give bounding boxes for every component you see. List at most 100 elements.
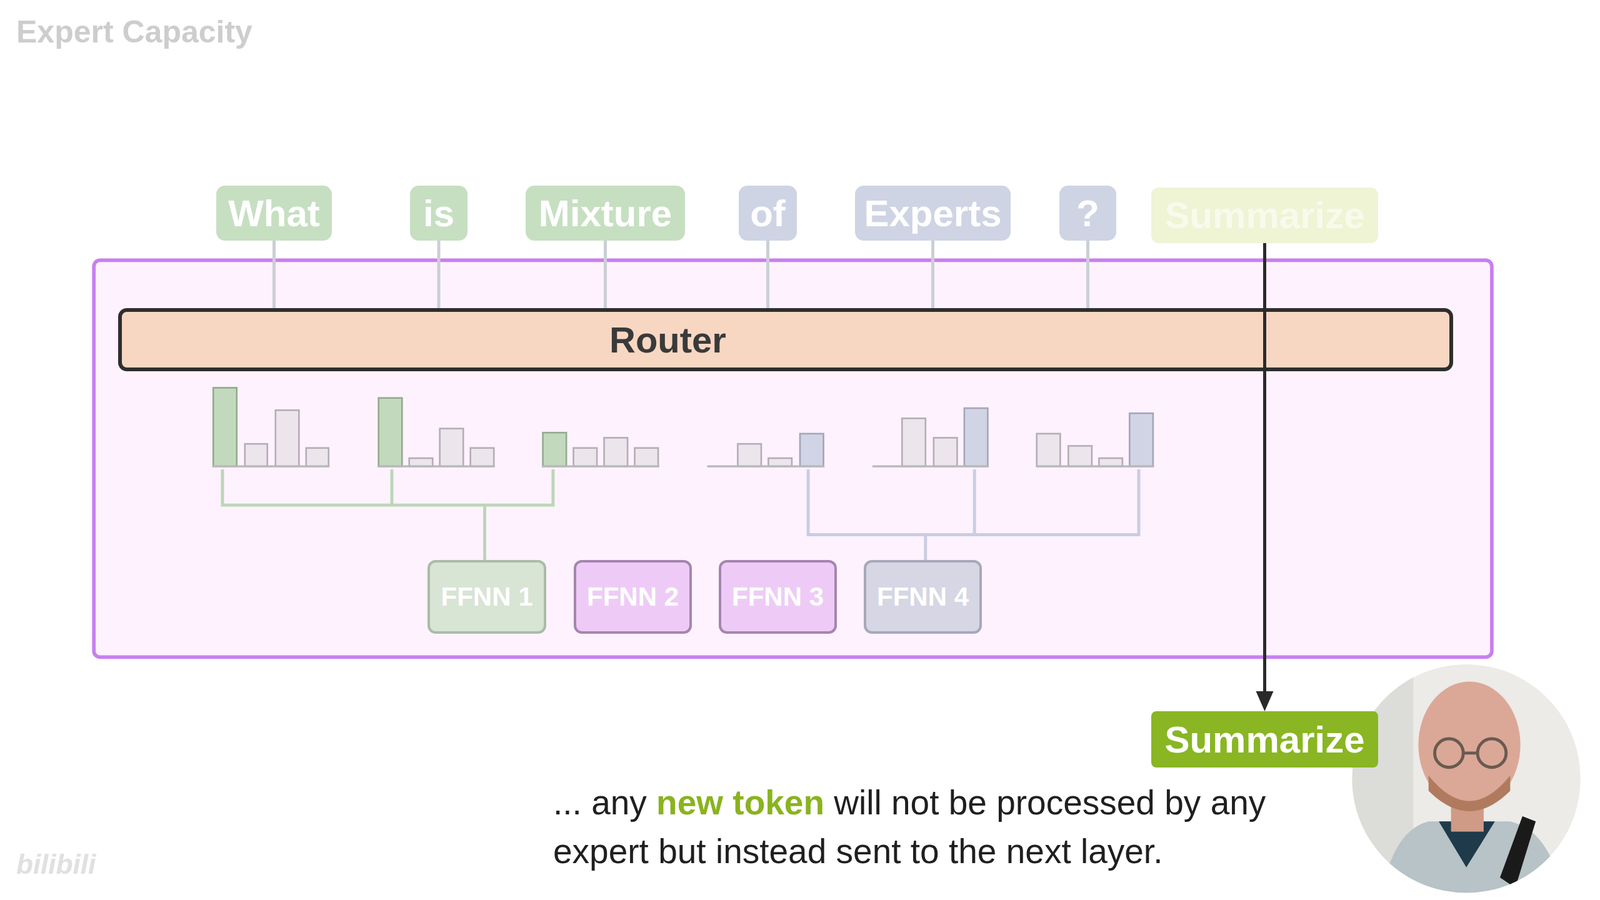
- bar-charts: [212, 387, 1155, 467]
- bar: [213, 387, 237, 467]
- bar: [440, 428, 464, 467]
- node-label: FFNN 4: [876, 581, 969, 612]
- caption-word: the: [948, 831, 997, 871]
- baseline: [541, 465, 660, 467]
- bar: [964, 408, 989, 467]
- caption-word: new: [656, 783, 724, 822]
- person-jacket: [1377, 821, 1567, 900]
- node-label: Summarize: [1164, 718, 1365, 762]
- connector-line: [437, 240, 441, 309]
- caption-word: processed: [996, 783, 1155, 822]
- caption-word: expert: [553, 831, 649, 871]
- bar-chart: [1036, 413, 1155, 467]
- baseline: [1036, 465, 1155, 467]
- token-box: ?: [1059, 185, 1117, 241]
- baseline: [706, 465, 825, 467]
- node-label: ?: [1076, 191, 1100, 235]
- person-beard: [1428, 775, 1511, 812]
- bar: [409, 458, 434, 467]
- bar: [800, 433, 824, 467]
- glasses-lens: [1435, 738, 1464, 768]
- connector: [1087, 240, 1089, 309]
- slide-title: Expert Capacity: [16, 13, 253, 50]
- bar-chart: [377, 398, 495, 467]
- arrow-head: [1256, 691, 1274, 712]
- connector-line: [1086, 240, 1090, 309]
- routing-bracket: [808, 469, 1139, 560]
- baseline: [212, 465, 330, 467]
- token-box: of: [738, 185, 797, 241]
- connector: [767, 240, 769, 309]
- baseline: [872, 465, 989, 467]
- node-label: of: [750, 191, 786, 235]
- caption-word: to: [910, 831, 940, 871]
- bar: [901, 418, 926, 467]
- caption-word: by: [1164, 783, 1201, 822]
- connector-line: [272, 240, 276, 309]
- microphone: [1500, 816, 1536, 888]
- bar-chart: [212, 387, 330, 467]
- expert-box: FFNN 4: [863, 560, 982, 634]
- connector-line: [931, 240, 935, 309]
- caption-word: next: [1006, 831, 1072, 871]
- node-label: Mixture: [538, 191, 672, 235]
- caption-word: will: [833, 783, 882, 822]
- bar-chart: [541, 432, 660, 467]
- glasses-bridge: [1463, 751, 1478, 755]
- connector: [932, 240, 934, 309]
- bar: [768, 458, 792, 467]
- bar: [378, 398, 403, 467]
- bar: [275, 410, 300, 467]
- bar: [470, 448, 495, 467]
- bar: [1098, 458, 1123, 467]
- caption-word: ...: [553, 783, 582, 822]
- bar: [1068, 445, 1092, 467]
- node-label: What: [228, 191, 320, 235]
- connector-line: [766, 240, 770, 309]
- bar: [737, 443, 762, 467]
- connector: [605, 240, 606, 309]
- caption-word: sent: [836, 831, 902, 871]
- bar: [604, 437, 629, 467]
- expert-box: FFNN 2: [573, 560, 692, 634]
- router-box: Router: [118, 308, 1454, 372]
- token-box: Summarize: [1151, 187, 1379, 244]
- caption-word: be: [948, 783, 987, 822]
- connector: [1256, 243, 1274, 712]
- node-label: Experts: [863, 191, 1002, 235]
- bar-chart: [706, 433, 825, 467]
- token-box: What: [216, 185, 332, 241]
- expert-box: FFNN 1: [427, 560, 547, 634]
- bar: [245, 443, 268, 467]
- node-label: FFNN 2: [586, 581, 679, 612]
- routing-bracket: [222, 469, 554, 560]
- bar: [306, 448, 329, 467]
- watermark: bilibili: [16, 848, 96, 880]
- bar-chart: [872, 408, 989, 467]
- node-label: Router: [609, 318, 727, 361]
- caption: ... any new token will not be processed …: [553, 778, 1354, 876]
- bar: [543, 432, 567, 467]
- node-label: FFNN 3: [731, 581, 824, 612]
- caption-word: but: [658, 831, 706, 871]
- connector-line: [603, 240, 607, 309]
- node-label: is: [423, 191, 455, 235]
- bar: [573, 448, 598, 467]
- webcam-view: [1351, 664, 1581, 900]
- token-box: Mixture: [525, 185, 685, 241]
- bar: [635, 448, 659, 467]
- baseline: [377, 465, 495, 467]
- token-box: is: [410, 185, 468, 241]
- caption-word: layer.: [1080, 831, 1163, 871]
- glasses-lens: [1477, 738, 1507, 768]
- bar: [933, 437, 958, 467]
- connector: [273, 240, 275, 309]
- layer-frame: [93, 260, 1492, 657]
- connector: [438, 240, 440, 309]
- caption-word: instead: [715, 831, 827, 871]
- caption-word: any: [591, 783, 647, 822]
- bar: [1129, 413, 1154, 467]
- connector-line: [1263, 243, 1267, 694]
